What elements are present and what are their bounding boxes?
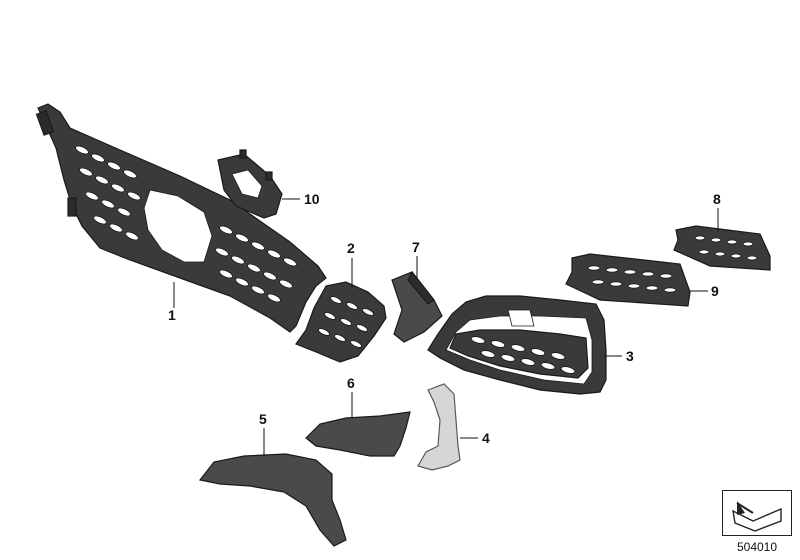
- callout-2: 2: [347, 240, 355, 256]
- callout-4: 4: [482, 430, 490, 446]
- part-9-grille-panel: [565, 253, 691, 307]
- callout-6: 6: [347, 375, 355, 391]
- part-3-lower-grille: [427, 295, 607, 395]
- callout-9: 9: [711, 283, 719, 299]
- callout-10: 10: [304, 191, 320, 207]
- part-5-lower-cover: [198, 453, 347, 547]
- part-2-side-grille: [295, 281, 387, 363]
- part-1-grille: [35, 103, 327, 333]
- callout-3: 3: [626, 348, 634, 364]
- leader-lines: [173, 198, 719, 456]
- part-4-chrome-trim: [417, 383, 461, 471]
- callout-7: 7: [412, 239, 420, 255]
- reference-box: [722, 490, 792, 536]
- callout-1: 1: [168, 307, 176, 323]
- reference-number: 504010: [736, 540, 778, 554]
- part-8-grille-panel: [673, 225, 771, 271]
- part-6-trim-cover: [305, 411, 411, 457]
- part-10-bracket: [217, 149, 283, 219]
- callout-8: 8: [713, 191, 721, 207]
- callout-5: 5: [259, 411, 267, 427]
- part-7-air-duct: [391, 270, 443, 343]
- direction-arrow-icon: [732, 501, 782, 532]
